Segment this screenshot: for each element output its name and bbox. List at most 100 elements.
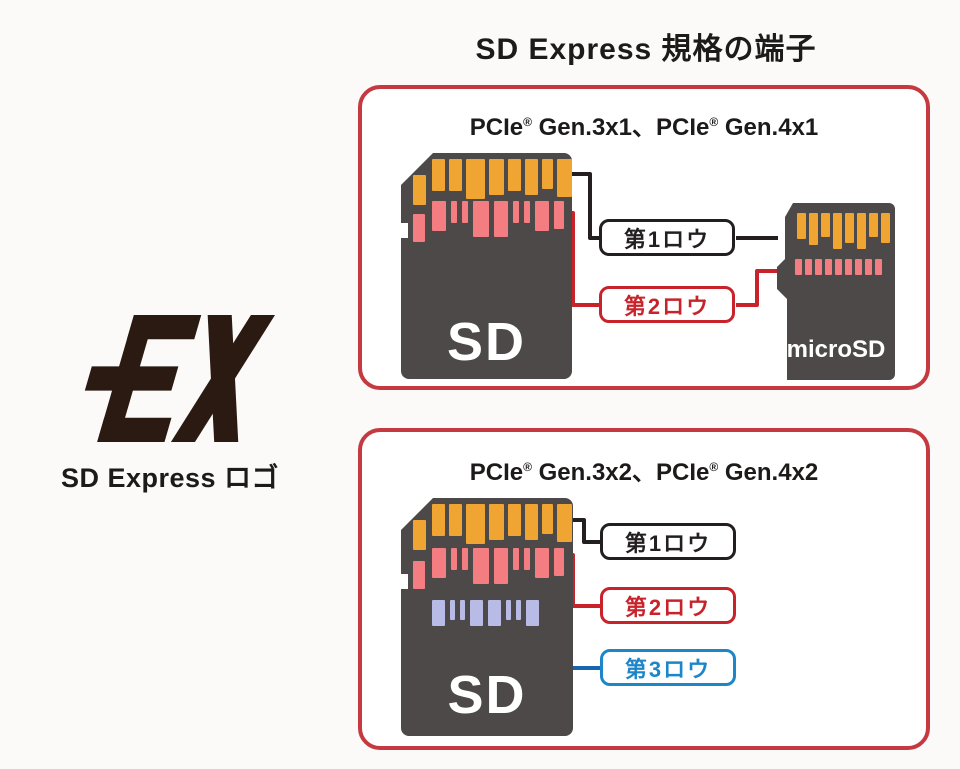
contact-pin: [513, 548, 519, 570]
contact-pin: [462, 548, 468, 570]
contact-pin: [557, 504, 572, 542]
sd-pin-row1-offset: [413, 520, 426, 550]
sd-card-notch: [401, 574, 408, 589]
contact-pin: [432, 504, 445, 536]
contact-pin: [795, 259, 802, 275]
registered-mark: ®: [709, 460, 719, 474]
row1-label-text: 第1ロウ: [624, 530, 712, 556]
sd-card-notch: [401, 223, 408, 238]
panel-gen3x1: PCIe® Gen.3x1、PCIe® Gen.4x1 SD microSD 第…: [358, 85, 930, 390]
contact-pin: [432, 548, 446, 578]
contact-pin: [449, 504, 462, 536]
heading-text: Gen.4x1: [718, 114, 819, 141]
contact-pin: [432, 600, 445, 626]
contact-pin: [833, 213, 842, 249]
contact-pin: [451, 548, 457, 570]
contact-pin: [526, 600, 539, 626]
contact-pin: [805, 259, 812, 275]
heading-text: PCIe: [469, 459, 524, 486]
contact-pin: [869, 213, 878, 237]
microsd-card-label: microSD: [786, 336, 886, 363]
contact-pin: [524, 201, 530, 223]
row2-label-box: 第2ロウ: [599, 286, 735, 323]
contact-pin: [506, 600, 511, 620]
sd-card-illustration: SD: [401, 153, 572, 379]
ex-logo-e-top-bar: [126, 315, 202, 340]
row3-label-box: 第3ロウ: [600, 649, 736, 686]
contact-pin: [554, 548, 564, 576]
sd-pin-row2: [432, 201, 564, 237]
logo-caption: SD Express ロゴ: [60, 463, 280, 493]
contact-pin: [494, 548, 508, 584]
heading-text: PCIe: [469, 114, 524, 141]
contact-pin: [875, 259, 882, 275]
sd-pin-row2-offset: [413, 214, 425, 242]
contact-pin: [432, 159, 445, 191]
contact-pin: [525, 159, 538, 195]
contact-pin: [488, 600, 501, 626]
contact-pin: [508, 504, 521, 536]
contact-pin: [535, 201, 549, 231]
sd-pin-row1-offset: [413, 175, 426, 205]
contact-pin: [535, 548, 549, 578]
contact-pin: [797, 213, 806, 239]
row1-label-box: 第1ロウ: [599, 219, 735, 256]
row2-connector-line: [736, 269, 778, 307]
contact-pin: [473, 201, 489, 237]
sd-pin-row2: [432, 548, 564, 584]
row1-label-box: 第1ロウ: [600, 523, 736, 560]
contact-pin: [489, 159, 504, 195]
contact-pin: [449, 159, 462, 191]
contact-pin: [462, 201, 468, 223]
sd-card-illustration: SD: [401, 498, 573, 736]
panel-1-heading: PCIe® Gen.3x1、PCIe® Gen.4x1: [362, 107, 926, 142]
contact-pin: [821, 213, 830, 237]
ex-logo-e-mid-bar: [84, 366, 179, 391]
row2-label-text: 第2ロウ: [624, 594, 712, 620]
panel-2-heading: PCIe® Gen.3x2、PCIe® Gen.4x2: [362, 452, 926, 487]
contact-pin: [857, 213, 866, 249]
contact-pin: [825, 259, 832, 275]
contact-pin: [835, 259, 842, 275]
microsd-pin-row1: [797, 213, 890, 249]
ex-logo-e-bottom-bar: [97, 417, 172, 442]
sd-pin-row1: [432, 504, 572, 544]
contact-pin: [432, 201, 446, 231]
contact-pin: [470, 600, 483, 626]
contact-pin: [460, 600, 465, 620]
row3-label-text: 第3ロウ: [624, 656, 712, 682]
contact-pin: [451, 201, 457, 223]
sd-pin-row2-offset: [413, 561, 425, 589]
contact-pin: [466, 504, 485, 544]
ex-logo-icon: [84, 315, 275, 442]
contact-pin: [815, 259, 822, 275]
contact-pin: [845, 213, 854, 243]
registered-mark: ®: [523, 460, 532, 474]
microsd-pin-row2: [795, 259, 882, 275]
microsd-card-illustration: microSD: [777, 203, 895, 380]
heading-text: Gen.3x2、PCIe: [531, 459, 710, 486]
sd-card-label: SD: [447, 665, 527, 725]
sd-pin-row3: [432, 600, 539, 626]
contact-pin: [466, 159, 485, 199]
contact-pin: [473, 548, 489, 584]
contact-pin: [513, 201, 519, 223]
contact-pin: [508, 159, 521, 191]
registered-mark: ®: [709, 115, 719, 129]
row2-label-box: 第2ロウ: [600, 587, 736, 624]
heading-text: Gen.3x1、PCIe: [531, 114, 710, 141]
heading-text: Gen.4x2: [718, 459, 819, 486]
contact-pin: [855, 259, 862, 275]
row2-label-text: 第2ロウ: [623, 293, 711, 319]
page-title: SD Express 規格の端子: [475, 33, 817, 66]
contact-pin: [809, 213, 818, 245]
row1-label-text: 第1ロウ: [623, 226, 711, 252]
registered-mark: ®: [523, 115, 532, 129]
ex-logo-x-stroke-2: [170, 315, 275, 442]
sd-card-label: SD: [446, 312, 526, 372]
contact-pin: [881, 213, 890, 243]
panel-gen3x2: PCIe® Gen.3x2、PCIe® Gen.4x2 SD 第1ロウ 第2ロウ…: [358, 428, 930, 750]
contact-pin: [865, 259, 872, 275]
contact-pin: [494, 201, 508, 237]
sd-pin-row1: [432, 159, 572, 199]
